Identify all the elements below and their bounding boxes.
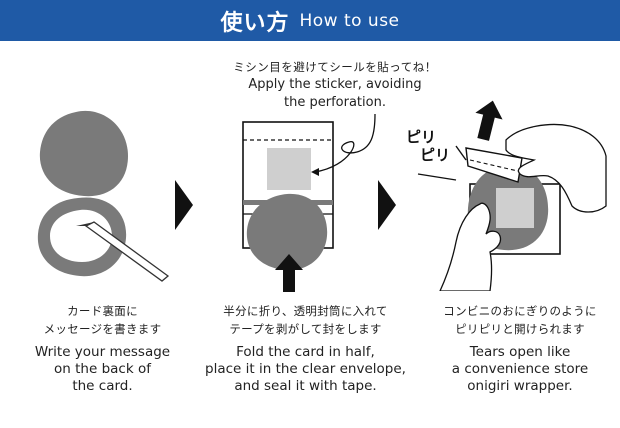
step2-en-line-2: place it in the clear envelope, <box>205 361 406 377</box>
step1-en-line-3: the card. <box>72 378 133 394</box>
left-hand-icon <box>439 202 502 291</box>
header-title-en: How to use <box>299 10 400 31</box>
step3-jp-line-1: コンビニのおにぎりのように <box>443 304 597 318</box>
sticker-note: ミシン目を避けてシールを貼ってね！ Apply the sticker, avo… <box>210 58 460 112</box>
step3-jp-line-2: ピリピリと開けられます <box>455 322 585 336</box>
folded-card-disc <box>246 193 328 271</box>
tear-sound-text: ピリ ピリ <box>406 128 450 164</box>
tear-sound-2: ピリ <box>420 146 451 164</box>
pen-icon <box>76 221 170 282</box>
pull-arrow-icon <box>475 100 503 141</box>
step1-jp-line-1: カード裏面に <box>67 304 138 318</box>
step2-jp-line-2: テープを剥がして封をします <box>229 322 382 336</box>
step1-en-line-2: on the back of <box>54 361 151 377</box>
step3-en-line-2: a convenience store <box>451 361 589 377</box>
step1-caption: カード裏面に メッセージを書きます Write your message on … <box>0 302 205 395</box>
card-ring <box>37 197 127 277</box>
step3-en-line-3: onigiri wrapper. <box>467 378 573 394</box>
step3-caption: コンビニのおにぎりのように ピリピリと開けられます Tears open lik… <box>420 302 620 395</box>
header-banner: 使い方 How to use <box>0 0 620 41</box>
step1-illustration <box>37 110 170 282</box>
sticker <box>267 148 311 190</box>
step3-en-line-1: Tears open like <box>469 344 571 360</box>
sticker-note-jp: ミシン目を避けてシールを貼ってね！ <box>233 60 437 74</box>
step-arrow-2 <box>378 180 396 230</box>
step1-jp-line-2: メッセージを書きます <box>43 322 162 336</box>
card-top-disc <box>39 110 129 197</box>
step2-illustration <box>242 113 376 292</box>
right-hand-icon <box>505 123 607 213</box>
step2-en-line-3: and seal it with tape. <box>234 378 377 394</box>
tear-mark <box>455 145 467 161</box>
tear-sound-1: ピリ <box>406 128 437 146</box>
step3-illustration <box>417 100 607 291</box>
step-arrow-1 <box>175 180 193 230</box>
step2-caption: 半分に折り、透明封筒に入れて テープを剥がして封をします Fold the ca… <box>178 302 433 395</box>
tear-mark <box>417 173 457 181</box>
header-title-jp: 使い方 <box>220 10 290 36</box>
sticker <box>496 188 534 228</box>
sticker-note-en-line-1: Apply the sticker, avoiding <box>248 77 422 92</box>
step1-en-line-1: Write your message <box>34 344 171 360</box>
sticker-note-en-line-2: the perforation. <box>284 95 386 110</box>
insert-arrow-icon <box>275 254 303 292</box>
step2-en-line-1: Fold the card in half, <box>236 344 375 360</box>
sticker-pointer <box>314 113 376 173</box>
step2-jp-line-1: 半分に折り、透明封筒に入れて <box>223 304 388 318</box>
